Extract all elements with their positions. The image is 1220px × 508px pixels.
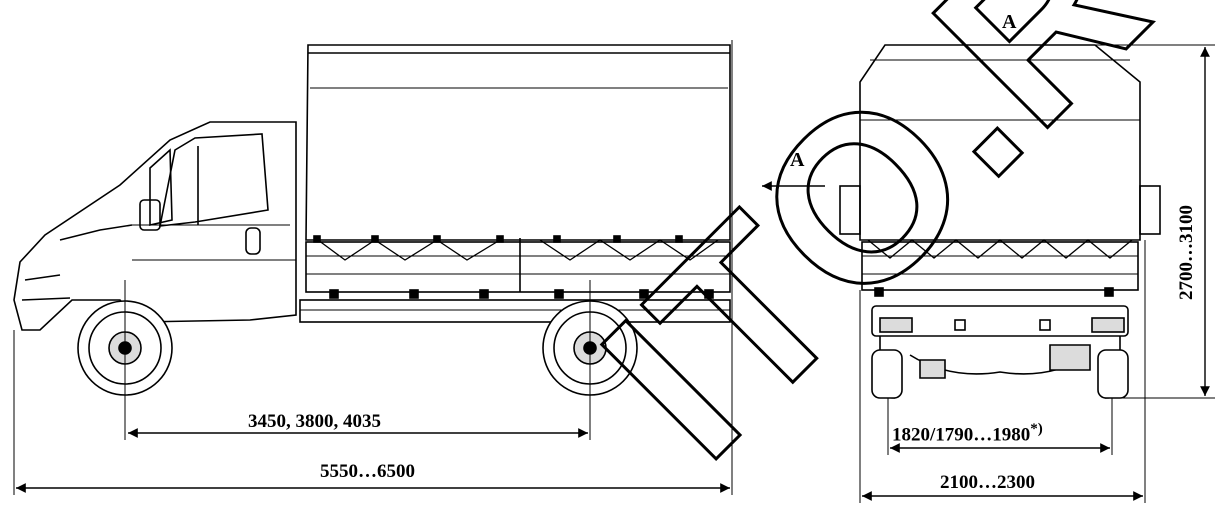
track-width-dimension: 1820/1790…1980*) [892, 421, 1043, 446]
rear-tarp [859, 44, 1141, 241]
overall-length-dimension: 5550…6500 [320, 461, 415, 482]
wheelbase-dimension: 3450, 3800, 4035 [248, 411, 381, 432]
rear-dimensions [862, 47, 1210, 501]
view-a-title: A [1002, 11, 1017, 33]
cab-outline [13, 121, 297, 331]
track-width-note: *) [1030, 421, 1043, 437]
track-width-value: 1820/1790…1980 [892, 424, 1031, 446]
side-tarp [305, 44, 731, 241]
overall-width-dimension: 2100…2300 [940, 472, 1035, 493]
side-board [305, 241, 731, 293]
rear-view [839, 44, 1215, 503]
side-view [13, 40, 733, 495]
view-a-arrow-label: A [790, 149, 805, 171]
side-dimensions [15, 181, 825, 493]
overall-height-dimension: 2700…3100 [1176, 205, 1197, 300]
rear-board [861, 241, 1139, 291]
